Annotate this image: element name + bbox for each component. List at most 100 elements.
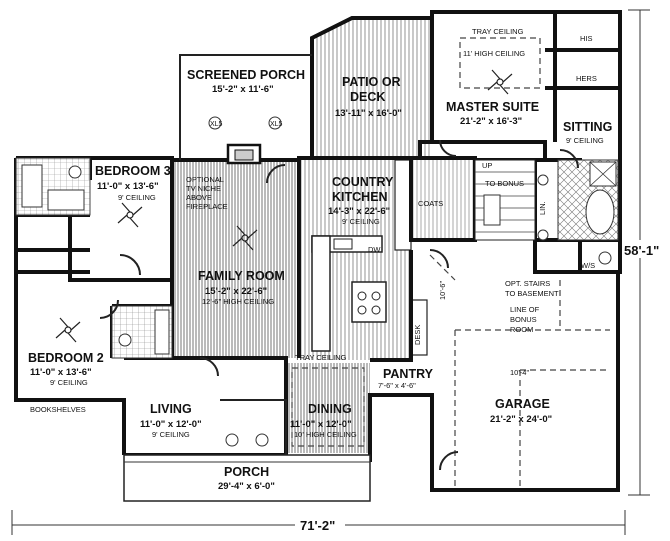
dining-floor <box>286 363 370 453</box>
interior-wall <box>432 12 620 158</box>
living-label: LIVING <box>150 402 192 416</box>
kitchen-counter-side <box>311 235 331 352</box>
patio-label-2: DECK <box>350 90 385 104</box>
door-swing <box>429 249 449 269</box>
light-label: XL5 <box>270 121 283 128</box>
bonus-height-dim: 10'-6" <box>438 281 447 300</box>
bedroom3-dim: 11'-0" x 13'-6" <box>97 181 159 192</box>
opt-stairs-1: OPT. STAIRS <box>505 279 550 288</box>
dining-porch-wall <box>220 399 287 455</box>
ceiling-fan-icon <box>55 317 81 343</box>
bonus-line-3: ROOM <box>510 325 533 334</box>
porch-label: PORCH <box>224 465 269 479</box>
bookshelves-label: BOOKSHELVES <box>30 405 86 414</box>
dining-tray-label: TRAY CEILING <box>295 353 347 362</box>
master-suite-label: MASTER SUITE <box>446 100 539 114</box>
porch-dim: 29'-4" x 6'-0" <box>218 481 275 492</box>
bathtub <box>154 309 170 355</box>
light-fixture-icon <box>255 433 269 447</box>
tv-niche-1: OPTIONAL <box>186 175 224 184</box>
garage-dim: 21'-2" x 24'-0" <box>490 414 552 425</box>
master-ceiling-label: 11' HIGH CEILING <box>463 49 525 58</box>
pantry-dim: 7'-6" x 4'-6" <box>378 381 416 390</box>
bedroom3-label: BEDROOM 3 <box>95 164 171 178</box>
door-swing <box>266 164 286 184</box>
tv-niche-4: FIREPLACE <box>186 202 228 211</box>
toilet <box>68 165 82 179</box>
interior-wall <box>370 250 413 362</box>
cooktop-burner <box>371 305 381 315</box>
width-dimension: 71'-2" <box>11 510 626 535</box>
linen-label: LIN. <box>538 201 547 215</box>
west-wall <box>14 158 126 455</box>
dining-label: DINING <box>308 402 352 416</box>
laundry <box>483 194 501 226</box>
desk-label: DESK <box>413 325 422 345</box>
dining-tray-outline <box>291 367 365 447</box>
cooktop-burner <box>371 291 381 301</box>
kitchen-ceiling: 9' CEILING <box>342 217 380 226</box>
kitchen-dim: 14'-3" x 22'-6" <box>328 206 390 217</box>
family-room-label: FAMILY ROOM <box>198 269 285 283</box>
bedroom3-ceiling: 9' CEILING <box>118 193 156 202</box>
vanity <box>47 189 85 211</box>
kitchen-east-counter <box>394 159 412 251</box>
bonus-room-line <box>454 329 610 490</box>
door-swing <box>559 149 579 169</box>
family-room-floor <box>172 160 299 358</box>
living-dim: 11'-0" x 12'-0" <box>140 419 202 430</box>
screened-porch-label: SCREENED PORCH <box>187 68 305 82</box>
depth-label: 58'-1" <box>624 243 659 258</box>
bonus-stairs-to: TO BONUS <box>485 179 524 188</box>
master-sink <box>537 229 549 241</box>
screened-porch-dim: 15'-2" x 11'-6" <box>212 84 274 95</box>
interior-wall <box>68 215 172 282</box>
cooktop-burner <box>357 305 367 315</box>
living-ceiling: 9' CEILING <box>152 430 190 439</box>
family-room-dim: 15'-2" x 22'-6" <box>205 286 267 297</box>
opt-stairs-2: TO BASEMENT <box>505 289 559 298</box>
patio-label-1: PATIO OR <box>342 75 401 89</box>
door-swing <box>439 139 457 157</box>
dishwasher-label: DW <box>368 245 381 254</box>
bonus-stairs-up: UP <box>482 161 492 170</box>
sitting-ceiling: 9' CEILING <box>566 136 604 145</box>
kitchen-label-1: COUNTRY <box>332 175 394 189</box>
hers-closet-label: HERS <box>576 74 597 83</box>
bathtub <box>21 164 43 208</box>
width-label: 71'-2" <box>300 518 335 533</box>
master-sink <box>537 174 549 186</box>
dining-ceiling: 10' HIGH CEILING <box>294 430 357 439</box>
bonus-dashed <box>429 254 561 330</box>
kitchen-sink <box>333 238 353 250</box>
garage-label: GARAGE <box>495 397 550 411</box>
light-label: XL5 <box>210 121 223 128</box>
light-fixture-icon <box>208 116 222 130</box>
patio-dim: 13'-11" x 16'-0" <box>335 108 402 119</box>
bonus-line-1: LINE OF <box>510 305 540 314</box>
tv-niche-2: TV NICHE <box>186 184 221 193</box>
porch-floor <box>123 454 371 502</box>
depth-dimension: 58'-1" <box>622 9 667 496</box>
family-room-ceiling: 12'-6" HIGH CEILING <box>202 297 274 306</box>
door-swing <box>99 299 119 319</box>
ceiling-fan-icon <box>487 69 513 95</box>
bedroom2-dim: 11'-0" x 13'-6" <box>30 367 92 378</box>
tv-niche-3: ABOVE <box>186 193 212 202</box>
bedroom2-label: BEDROOM 2 <box>28 351 104 365</box>
garage-wall <box>408 270 620 492</box>
kitchen-label-2: KITCHEN <box>332 190 388 204</box>
fireplace-box <box>234 149 254 161</box>
master-shower-x <box>589 161 617 187</box>
master-tub <box>585 189 615 235</box>
coats-label: COATS <box>418 199 443 208</box>
tray-ceiling-outline <box>459 37 541 89</box>
toilet <box>598 251 612 265</box>
cooktop-burner <box>357 291 367 301</box>
toilet <box>118 333 132 347</box>
pantry-label: PANTRY <box>383 367 434 381</box>
patio-deck-floor <box>312 38 432 158</box>
door-swing <box>119 254 141 276</box>
kitchen-island <box>351 281 387 323</box>
